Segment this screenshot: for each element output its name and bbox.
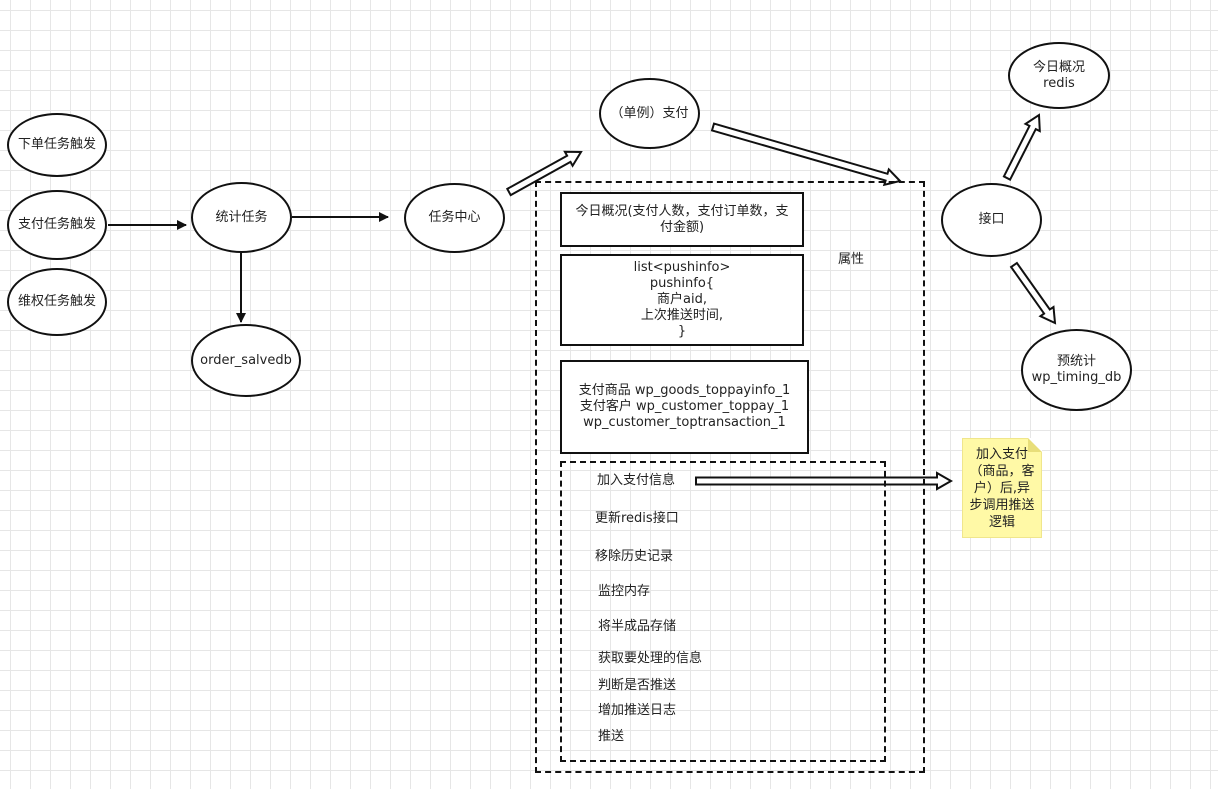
singleton-pay-node: （单例）支付 xyxy=(599,78,700,149)
method-item: 加入支付信息 xyxy=(597,473,676,488)
pay-trigger-node: 支付任务触发 xyxy=(7,190,107,260)
interface-node: 接口 xyxy=(941,183,1042,257)
pay-class-container xyxy=(535,181,925,773)
properties-title: 属性 xyxy=(838,252,865,267)
stat-task-node: 统计任务 xyxy=(191,182,292,253)
note-text: 加入支付（商品，客户）后,异步调用推送逻辑 xyxy=(969,446,1035,530)
block-arrow-singleton-pay-to-container xyxy=(710,122,902,187)
methods-container xyxy=(560,461,886,762)
block-arrow-interface-to-today-overview xyxy=(1002,113,1041,181)
note-fold-corner xyxy=(1028,438,1042,452)
order-db-node: order_salvedb xyxy=(191,324,301,397)
order-trigger-node: 下单任务触发 xyxy=(7,113,107,177)
pushinfo-property-box: list<pushinfo> pushinfo{ 商户aid, 上次推送时间, … xyxy=(560,254,804,346)
task-center-node: 任务中心 xyxy=(404,183,505,253)
method-item: 判断是否推送 xyxy=(598,678,677,693)
method-item: 移除历史记录 xyxy=(595,549,674,564)
method-item: 将半成品存储 xyxy=(598,619,677,634)
tables-property-box: 支付商品 wp_goods_toppayinfo_1 支付客户 wp_custo… xyxy=(560,360,809,454)
method-item: 推送 xyxy=(598,729,625,744)
async-push-note: 加入支付（商品，客户）后,异步调用推送逻辑 xyxy=(962,438,1042,538)
block-arrow-task-center-to-singleton-pay xyxy=(505,150,583,197)
rights-trigger-node: 维权任务触发 xyxy=(7,268,107,336)
block-arrows xyxy=(505,113,1057,491)
pre-stat-node: 预统计 wp_timing_db xyxy=(1021,329,1132,411)
block-arrow-interface-to-pre-stat xyxy=(1009,261,1057,325)
method-item: 监控内存 xyxy=(598,584,651,599)
method-item: 更新redis接口 xyxy=(595,511,679,526)
method-item: 获取要处理的信息 xyxy=(598,651,703,666)
today-overview-node: 今日概况 redis xyxy=(1008,42,1110,109)
overview-property-box: 今日概况(支付人数，支付订单数，支付金额) xyxy=(560,192,804,247)
method-item: 增加推送日志 xyxy=(598,703,677,718)
block-arrow-add-pay-to-note xyxy=(695,471,954,491)
